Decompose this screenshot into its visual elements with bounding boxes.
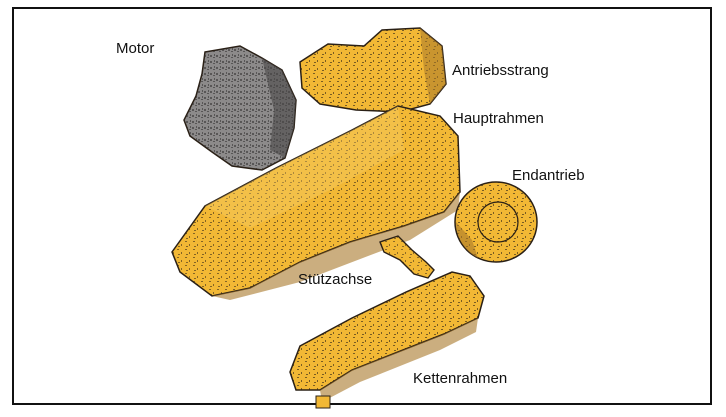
label-motor: Motor — [116, 40, 154, 58]
endantrieb-part — [455, 182, 537, 262]
label-hauptrahmen: Hauptrahmen — [453, 110, 544, 128]
motor-part — [184, 46, 296, 170]
label-kettenrahmen: Kettenrahmen — [413, 370, 507, 388]
label-endantrieb: Endantrieb — [512, 167, 585, 185]
label-stuetzachse: Stützachse — [298, 271, 372, 289]
label-antriebsstrang: Antriebsstrang — [452, 62, 549, 80]
stuetzachse-part — [380, 236, 434, 278]
antriebsstrang-part — [300, 28, 446, 112]
